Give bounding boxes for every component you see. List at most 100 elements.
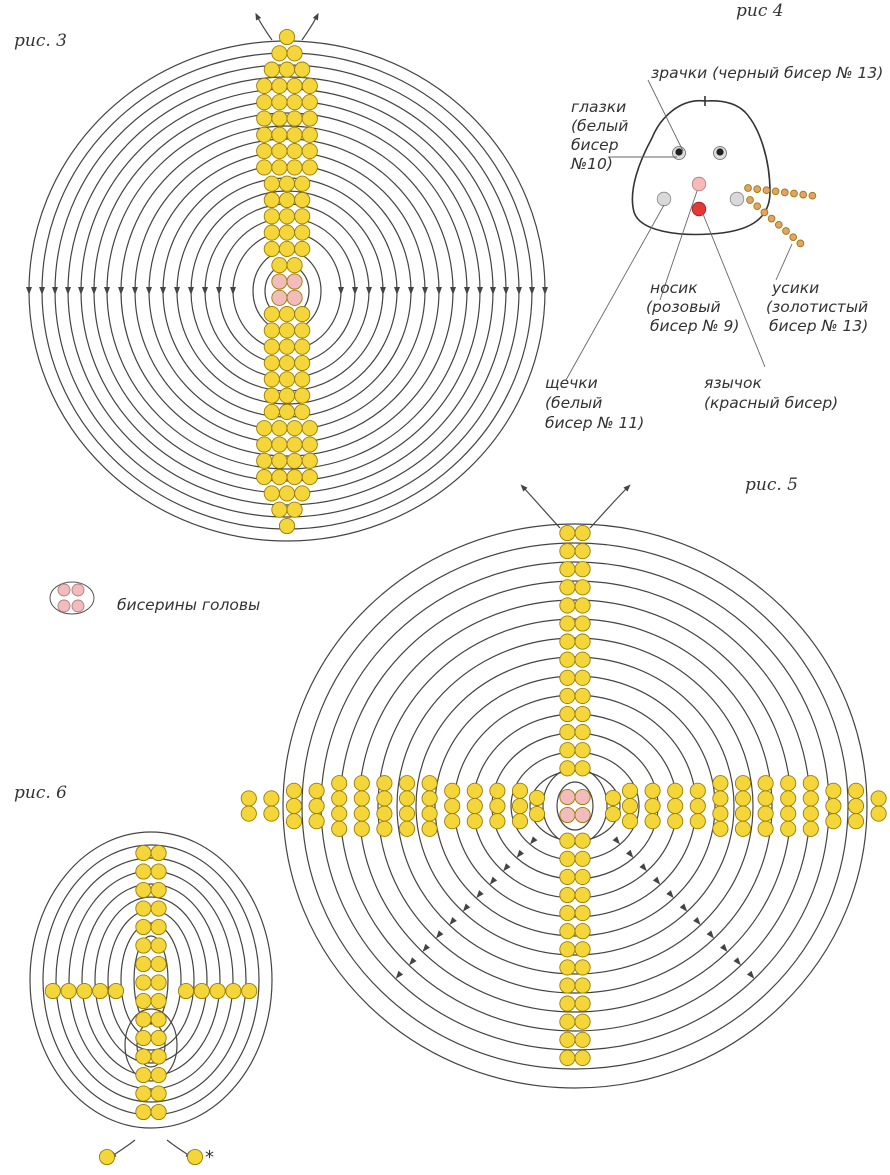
svg-text:язычок: язычок	[704, 374, 762, 392]
bead	[444, 782, 461, 799]
bead	[767, 214, 776, 223]
wire-exit	[301, 12, 319, 41]
bead	[135, 1085, 152, 1102]
bead	[263, 208, 280, 225]
bead	[278, 240, 296, 257]
bead	[278, 28, 296, 46]
start-marker: *	[205, 1147, 214, 1168]
bead	[790, 189, 798, 198]
wire-arrow	[516, 849, 525, 858]
figure-3-bead-column	[256, 28, 318, 535]
figure-5-bead-cross	[240, 524, 887, 1066]
bead	[286, 257, 303, 274]
wire-loop	[542, 767, 608, 845]
bead	[421, 790, 438, 807]
bead	[271, 436, 288, 453]
bead	[559, 724, 576, 741]
bead	[278, 191, 296, 209]
svg-text:№10): №10)	[570, 155, 613, 173]
bead	[604, 805, 622, 823]
bead	[559, 543, 576, 560]
bead	[574, 742, 591, 759]
bead	[271, 77, 288, 94]
bead	[256, 77, 273, 94]
bead	[621, 782, 639, 799]
bead	[444, 797, 461, 815]
bead	[92, 982, 109, 1000]
wire-arrow	[530, 836, 538, 845]
bead	[774, 220, 783, 229]
bead	[760, 208, 769, 217]
bead	[286, 501, 303, 518]
bead	[263, 240, 280, 257]
wire-arrow	[160, 287, 166, 295]
bead	[150, 844, 167, 862]
bead	[559, 995, 576, 1012]
wire-arrow	[464, 287, 470, 295]
bead	[528, 789, 546, 807]
wire-arrow	[477, 287, 483, 295]
bead	[353, 820, 370, 837]
bead	[398, 820, 416, 837]
wire-arrow	[679, 903, 688, 912]
head-beads-label: бисерины головы	[117, 596, 260, 614]
bead	[278, 371, 296, 388]
wire-arrow	[625, 849, 634, 858]
bead	[263, 403, 280, 420]
bead	[559, 886, 576, 904]
bead	[574, 633, 591, 650]
bead	[294, 403, 311, 420]
wire-arrow	[39, 287, 45, 295]
bead	[559, 1013, 576, 1030]
bead	[559, 941, 576, 958]
bead	[421, 820, 438, 837]
wire-arrow	[174, 287, 180, 295]
wire-arrow	[216, 287, 222, 295]
bead	[301, 77, 318, 94]
bead	[689, 797, 706, 815]
bead	[177, 982, 195, 1000]
bead	[466, 782, 483, 799]
bead	[263, 322, 280, 339]
bead	[278, 354, 296, 372]
wire-loop	[124, 1008, 178, 1082]
bead	[398, 805, 416, 822]
bead	[263, 354, 280, 372]
bead	[353, 805, 370, 822]
bead	[574, 524, 591, 542]
cheeks-label: щечки (белый бисер № 11)	[545, 374, 644, 432]
bead	[301, 94, 318, 111]
bead	[278, 338, 296, 355]
bead	[511, 782, 529, 799]
bead	[574, 923, 591, 940]
bead	[802, 790, 819, 807]
bead	[574, 561, 591, 578]
bead	[782, 227, 790, 235]
wire-arrow	[490, 287, 496, 295]
wire-loop	[282, 523, 868, 1089]
bead	[308, 782, 325, 799]
bead	[278, 175, 296, 192]
bead	[667, 813, 684, 830]
bead	[135, 844, 152, 862]
bead	[285, 797, 303, 815]
bead	[271, 143, 288, 160]
bead	[644, 782, 661, 799]
wire-exit	[589, 484, 631, 529]
bead	[294, 371, 311, 388]
bead	[150, 1103, 167, 1121]
wire-arrow	[26, 287, 32, 295]
head-beads-legend: бисерины головы	[49, 581, 260, 615]
bead	[847, 813, 865, 830]
bead	[271, 45, 288, 62]
wire-arrow	[462, 903, 471, 912]
nose-label: носик (розовый бисер № 9)	[646, 279, 739, 335]
bead	[271, 257, 288, 274]
bead	[135, 937, 152, 954]
bead	[667, 782, 684, 799]
bead	[331, 790, 348, 807]
bead	[712, 805, 729, 822]
bead	[263, 805, 280, 822]
bead	[559, 705, 576, 723]
wire-exit	[255, 12, 273, 41]
